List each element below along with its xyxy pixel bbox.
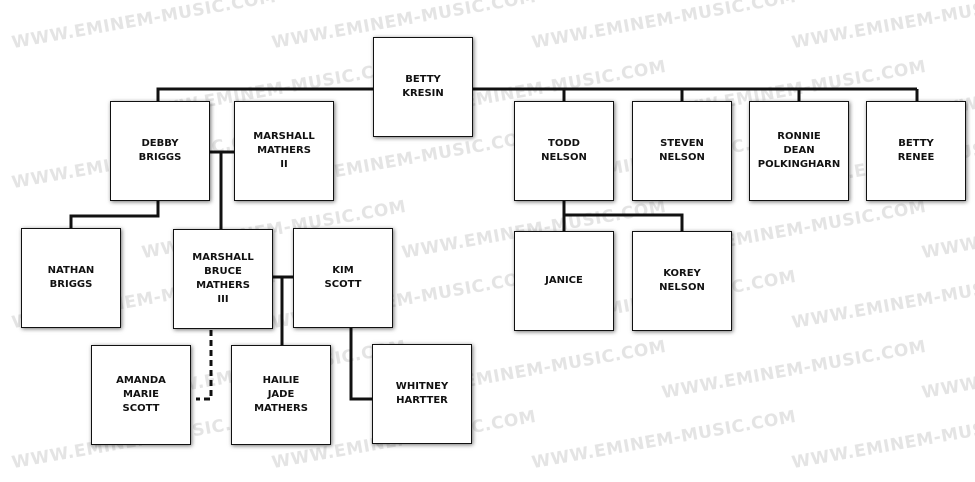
connector-amanda-dashed (196, 330, 213, 401)
person-name: MARSHALL BRUCE MATHERS III (192, 252, 254, 305)
person-steven-nelson: STEVEN NELSON (632, 101, 732, 201)
person-name: KOREY NELSON (659, 268, 705, 293)
connector-todd-children (562, 200, 684, 231)
person-janice: JANICE (514, 231, 614, 331)
person-name: MARSHALL MATHERS II (253, 131, 315, 170)
person-name: STEVEN NELSON (659, 138, 705, 163)
person-korey-nelson: KOREY NELSON (632, 231, 732, 331)
person-name: HAILIE JADE MATHERS (254, 375, 308, 414)
person-name: TODD NELSON (541, 138, 587, 163)
person-betty-kresin: BETTY KRESIN (373, 37, 473, 137)
person-hailie-jade-mathers: HAILIE JADE MATHERS (231, 345, 331, 445)
person-amanda-marie-scott: AMANDA MARIE SCOTT (91, 345, 191, 445)
connector-whitney (349, 328, 372, 401)
person-name: JANICE (545, 275, 583, 286)
person-name: NATHAN BRIGGS (47, 265, 95, 290)
person-name: BETTY KRESIN (402, 74, 444, 99)
connector-betty-debby (156, 87, 373, 101)
person-whitney-hartter: WHITNEY HARTTER (372, 344, 472, 444)
person-nathan-briggs: NATHAN BRIGGS (21, 228, 121, 328)
person-todd-nelson: TODD NELSON (514, 101, 614, 201)
connector-nathan (69, 200, 160, 228)
person-name: KIM SCOTT (324, 265, 362, 290)
person-name: WHITNEY HARTTER (395, 381, 449, 406)
person-name: BETTY RENEE (897, 138, 935, 163)
person-ronnie-dean-polkingharn: RONNIE DEAN POLKINGHARN (749, 101, 849, 201)
person-marshall-mathers-ii: MARSHALL MATHERS II (234, 101, 334, 201)
person-marshall-bruce-mathers-iii: MARSHALL BRUCE MATHERS III (173, 229, 273, 329)
person-kim-scott: KIM SCOTT (293, 228, 393, 328)
person-betty-renee: BETTY RENEE (866, 101, 966, 201)
person-name: AMANDA MARIE SCOTT (116, 375, 166, 414)
person-debby-briggs: DEBBY BRIGGS (110, 101, 210, 201)
person-name: DEBBY BRIGGS (138, 138, 182, 163)
person-name: RONNIE DEAN POLKINGHARN (757, 131, 841, 170)
